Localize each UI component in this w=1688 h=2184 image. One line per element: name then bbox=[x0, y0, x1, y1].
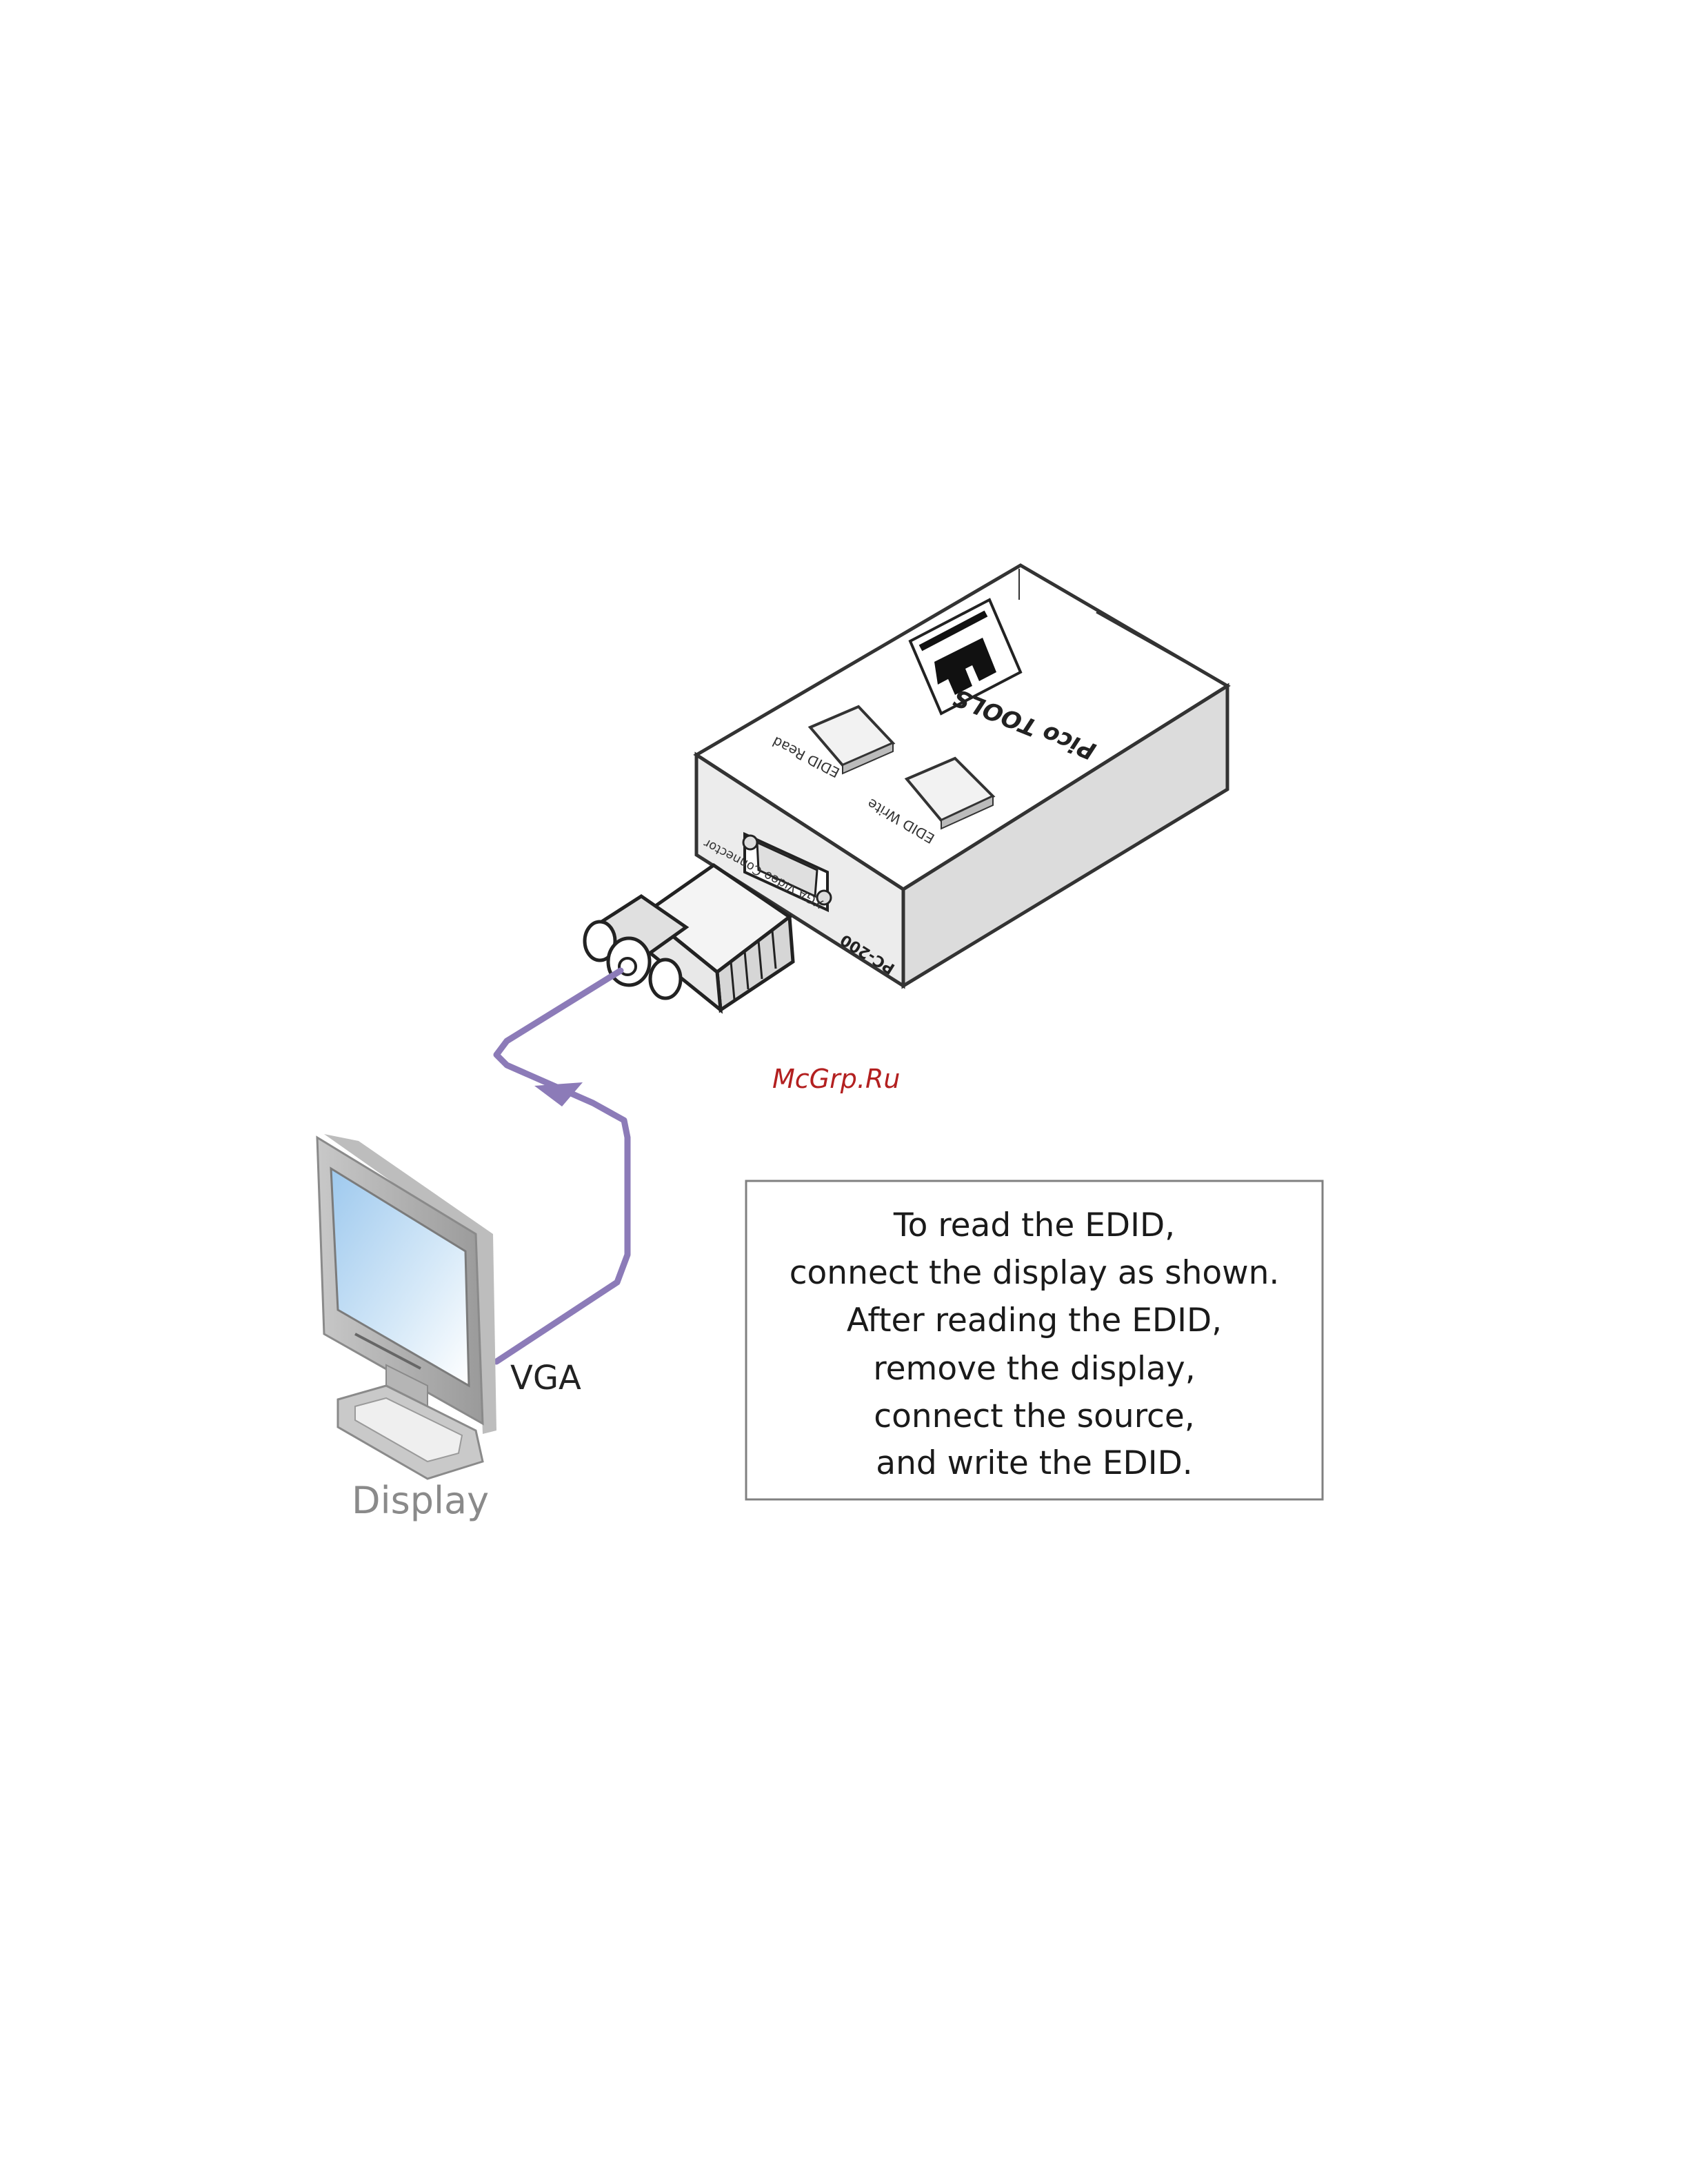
vga-cable-label: VGA bbox=[510, 1359, 581, 1397]
caption-line-4: remove the display, bbox=[873, 1350, 1195, 1388]
display-monitor bbox=[317, 1134, 496, 1479]
caption-line-3: After reading the EDID, bbox=[847, 1302, 1222, 1339]
vga-cable bbox=[496, 971, 627, 1362]
caption-line-1: To read the EDID, bbox=[893, 1206, 1175, 1244]
caption-line-5: connect the source, bbox=[874, 1397, 1194, 1435]
watermark-text: McGrp.Ru bbox=[772, 1064, 900, 1094]
caption-line-2: connect the display as shown. bbox=[790, 1254, 1280, 1292]
instruction-caption-box: To read the EDID, connect the display as… bbox=[746, 1181, 1323, 1499]
display-label: Display bbox=[352, 1479, 489, 1522]
caption-line-6: and write the EDID. bbox=[876, 1444, 1192, 1482]
